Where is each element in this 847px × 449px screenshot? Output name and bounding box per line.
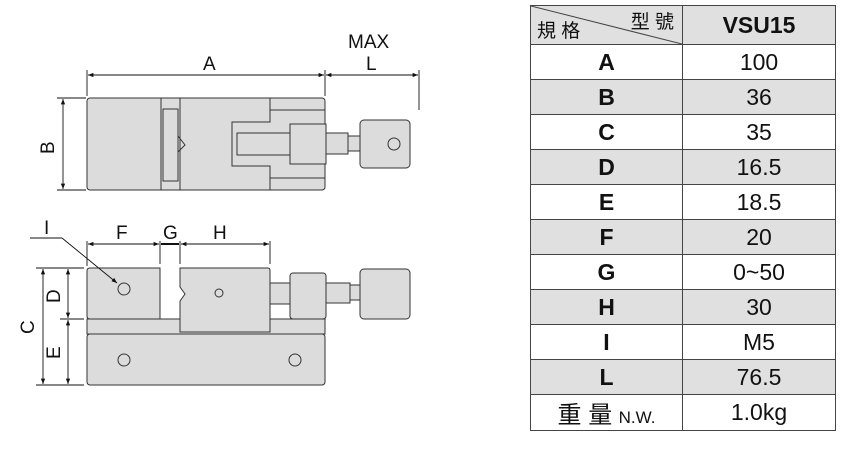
- top-jaw-insert: [162, 108, 179, 182]
- side-handle: [359, 268, 411, 320]
- side-screw: [269, 282, 293, 305]
- side-view-dimensions: [30, 237, 271, 386]
- row-value: 0~50: [682, 254, 836, 290]
- row-value: 35: [682, 114, 836, 150]
- header-spec-model-cell: 型 號 規 格: [530, 5, 683, 45]
- dim-label-b: B: [38, 141, 59, 154]
- side-hole-i: [117, 282, 131, 296]
- dim-label-i: I: [44, 218, 49, 239]
- row-value: 20: [682, 219, 836, 255]
- side-shaft: [325, 282, 351, 304]
- row-label: B: [530, 79, 683, 115]
- dim-label-l: L: [366, 54, 377, 75]
- row-label: C: [530, 114, 683, 150]
- row-label: A: [530, 44, 683, 80]
- dim-label-a: A: [203, 54, 216, 75]
- row-value: 36: [682, 79, 836, 115]
- row-label: I: [530, 324, 683, 360]
- row-value: 76.5: [682, 359, 836, 395]
- row-value: 100: [682, 44, 836, 80]
- row-value: M5: [682, 324, 836, 360]
- dim-label-c: C: [18, 320, 39, 334]
- weight-label: 重 量 N.W.: [530, 394, 683, 431]
- top-view-dimensions: [57, 70, 420, 191]
- row-value: 18.5: [682, 184, 836, 220]
- row-value: 30: [682, 289, 836, 325]
- dim-label-e: E: [44, 346, 65, 359]
- top-shaft: [325, 132, 349, 155]
- vise-dimension-drawing: A MAX L B I F G H C D E: [18, 32, 420, 386]
- dim-label-d: D: [44, 289, 65, 303]
- top-handle-hole: [387, 137, 401, 151]
- top-handle: [359, 119, 411, 169]
- side-moving-jaw: [179, 267, 271, 333]
- top-shaft-neck: [347, 135, 361, 152]
- top-v-notch: [177, 135, 186, 153]
- row-label: H: [530, 289, 683, 325]
- header-model-label: 型 號: [630, 12, 674, 33]
- top-slide: [231, 98, 325, 190]
- header-spec-label: 規 格: [537, 21, 581, 42]
- top-view: [86, 97, 411, 191]
- row-value: 16.5: [682, 149, 836, 185]
- row-label: F: [530, 219, 683, 255]
- dim-label-f: F: [116, 223, 128, 244]
- dim-label-h: H: [213, 223, 227, 244]
- dim-label-g: G: [163, 223, 178, 244]
- dim-label-max: MAX: [348, 32, 390, 53]
- weight-label-en: N.W.: [618, 408, 656, 427]
- row-label: D: [530, 149, 683, 185]
- table-row-weight: 重 量 N.W. 1.0kg: [530, 394, 836, 431]
- row-label: E: [530, 184, 683, 220]
- side-view: [86, 267, 411, 386]
- header-model-value: VSU15: [682, 5, 836, 45]
- side-hole-jaw: [214, 288, 224, 298]
- header-diagonal-line: [531, 6, 682, 44]
- weight-value: 1.0kg: [682, 394, 836, 431]
- top-nut-block: [289, 123, 327, 165]
- side-nut-block: [289, 272, 327, 320]
- row-label: G: [530, 254, 683, 290]
- table-header-row: 型 號 規 格 VSU15: [530, 5, 836, 45]
- row-label: L: [530, 359, 683, 395]
- side-hole-base-right: [288, 353, 302, 367]
- top-screw: [236, 132, 294, 156]
- side-hole-base-left: [117, 353, 131, 367]
- weight-label-cjk: 重 量: [557, 402, 613, 429]
